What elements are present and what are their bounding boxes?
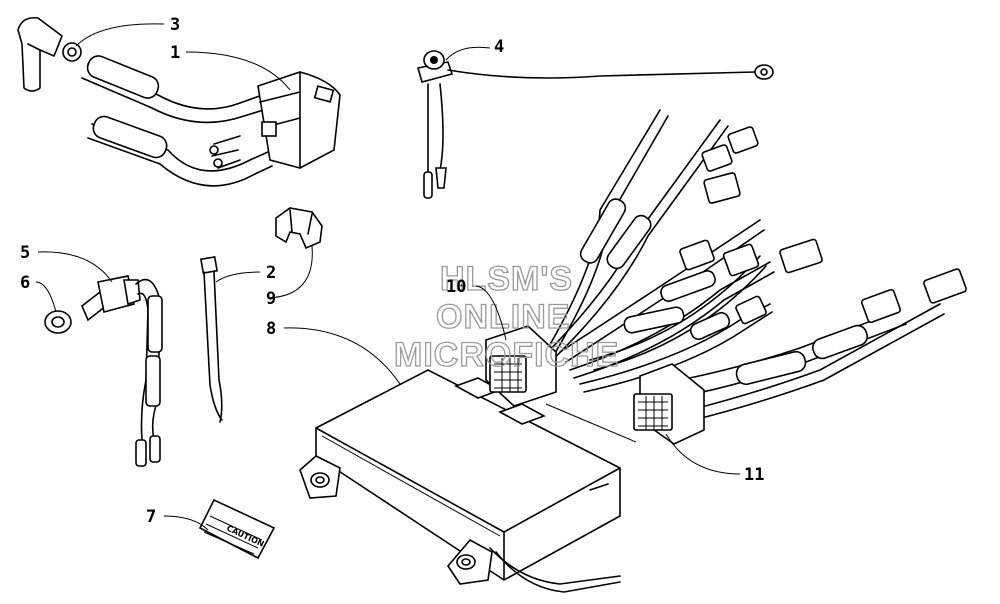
wiring-harness	[485, 109, 823, 443]
temperature-sensor	[416, 50, 774, 199]
callout-1: 1	[170, 43, 180, 63]
callout-7: 7	[146, 507, 156, 527]
callout-10: 10	[446, 277, 466, 297]
callout-2: 2	[266, 263, 276, 283]
secondary-harness	[633, 268, 967, 445]
watermark: HLSM'S ONLINE MICROFICHE	[393, 259, 619, 374]
callout-6: 6	[20, 273, 30, 293]
callout-8: 8	[266, 319, 276, 339]
watermark-line-2: ONLINE	[436, 298, 570, 336]
caution-label: CAUTION	[198, 498, 276, 560]
callout-3: 3	[170, 15, 180, 35]
spark-plug-cap	[17, 16, 82, 92]
callout-9: 9	[266, 289, 276, 309]
callout-4: 4	[494, 37, 504, 57]
cable-tie	[199, 255, 223, 423]
washer	[44, 310, 72, 334]
wire-clip	[275, 207, 323, 250]
callout-labels: 3 1 4 5 6 2 9 8 10 7 11	[20, 15, 764, 527]
ecu-module	[299, 369, 621, 593]
ignition-coil	[81, 55, 341, 187]
leader-lines	[35, 23, 741, 531]
watermark-line-1: HLSM'S	[440, 260, 573, 298]
pressure-sensor	[81, 275, 163, 467]
watermark-line-3: MICROFICHE	[394, 336, 619, 374]
callout-5: 5	[20, 243, 30, 263]
callout-11: 11	[744, 465, 764, 485]
